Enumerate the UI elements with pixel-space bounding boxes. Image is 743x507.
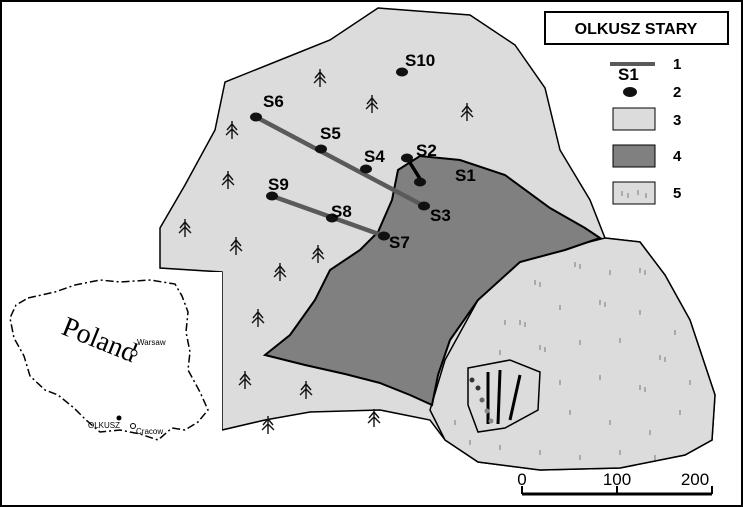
- sample-point: [418, 201, 430, 211]
- dark-grey-area: [262, 154, 603, 407]
- site-label: S9: [268, 175, 289, 194]
- site-label: S4: [364, 147, 385, 166]
- sample-point: [326, 213, 338, 223]
- tree-icon: [229, 237, 243, 255]
- legend-number: 2: [673, 84, 681, 101]
- legend-example-label: S1: [618, 65, 639, 84]
- scale-tick-label: 0: [517, 470, 526, 489]
- tree-icon: [273, 263, 287, 281]
- site-label: S6: [263, 92, 284, 111]
- tree-icon: [238, 371, 252, 389]
- tree-icon: [261, 416, 275, 434]
- site-label: S7: [389, 233, 410, 252]
- tree-icon: [311, 245, 325, 263]
- tree-icon: [178, 219, 192, 237]
- tree-icon: [221, 171, 235, 189]
- scale-tick-label: 100: [603, 470, 631, 489]
- olkusz-label: OLKUSZ: [88, 421, 120, 430]
- sample-point: [401, 153, 413, 163]
- site-label: S5: [320, 124, 341, 143]
- inset-map: Poland Warsaw OLKUSZ Cracow: [2, 272, 222, 462]
- sample-point: [414, 177, 426, 187]
- tree-icon: [299, 381, 313, 399]
- sample-point: [266, 191, 278, 201]
- tree-icon: [365, 95, 379, 113]
- site-label: S10: [405, 51, 435, 70]
- enclosure: [467, 359, 541, 433]
- legend-dotted-swatch: [612, 181, 656, 205]
- poland-border: [9, 279, 209, 441]
- olkusz-marker: [116, 415, 122, 421]
- tree-icon: [313, 69, 327, 87]
- sample-point: [378, 231, 390, 241]
- warsaw-marker: [130, 349, 138, 357]
- tree-icon: [367, 409, 381, 427]
- sample-points: [250, 67, 430, 241]
- tree-icon: [225, 121, 239, 139]
- legend-number: 3: [673, 112, 681, 129]
- scale-tick-label: 200: [681, 470, 709, 489]
- legend-number: 5: [673, 185, 681, 202]
- site-label: S3: [430, 206, 451, 225]
- tree-icon: [251, 309, 265, 327]
- legend-number: 4: [673, 148, 682, 165]
- title-box: OLKUSZ STARY: [544, 11, 729, 45]
- transect-line: [253, 114, 427, 209]
- forest-symbols: [178, 69, 474, 434]
- site-labels: S1 S2 S3 S4 S5 S6 S7 S8 S9 S10: [263, 51, 476, 252]
- legend: 1 S1 2 3 4 5: [610, 56, 682, 205]
- tree-icon: [460, 103, 474, 121]
- dotted-area-pattern: [454, 262, 691, 460]
- legend-dotted-pattern: [621, 190, 647, 198]
- map-title: OLKUSZ STARY: [575, 21, 698, 38]
- legend-light-swatch: [612, 107, 656, 131]
- site-label: S2: [416, 141, 437, 160]
- sample-point: [396, 67, 408, 77]
- cracow-label: Cracow: [136, 427, 163, 436]
- site-label: S8: [331, 202, 352, 221]
- legend-number: 1: [673, 56, 681, 73]
- sample-point: [250, 112, 262, 122]
- scale-bar: 0 100 200: [517, 470, 713, 496]
- cracow-marker: [130, 423, 136, 429]
- legend-point-swatch: [623, 87, 637, 97]
- warsaw-label: Warsaw: [137, 338, 166, 347]
- sample-point: [315, 144, 327, 154]
- sample-point: [360, 164, 372, 174]
- site-label: S1: [455, 166, 476, 185]
- legend-dark-swatch: [612, 144, 656, 168]
